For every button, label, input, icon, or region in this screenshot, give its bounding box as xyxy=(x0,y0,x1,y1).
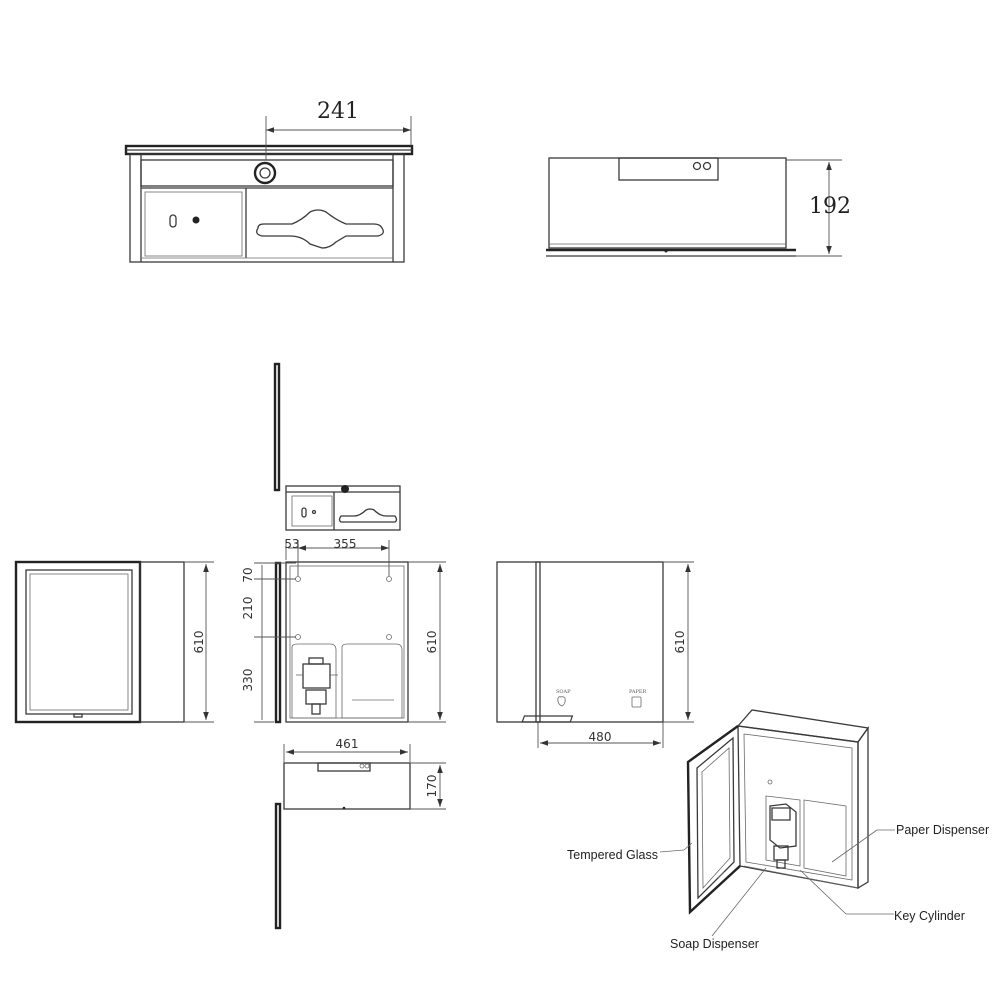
left-view-door: 610 xyxy=(14,560,214,724)
dimension-front-upper-segment: 210 xyxy=(241,597,255,620)
dimension-front-hole-spacing: 355 xyxy=(334,537,357,551)
dimension-front-top-offset: 70 xyxy=(241,567,255,582)
callout-soap-dispenser: Soap Dispenser xyxy=(670,867,767,951)
dimension-right-view-height: 610 xyxy=(673,631,687,654)
dimension-front-view-height: 610 xyxy=(425,631,439,654)
dimension-bottom-width: 461 xyxy=(336,737,359,751)
dimension-right-view-width: 480 xyxy=(589,730,612,744)
enlarged-top-view: 192 xyxy=(546,157,851,257)
callout-paper-dispenser: Paper Dispenser xyxy=(831,823,989,863)
callout-key-cylinder: Key Cylinder xyxy=(799,869,965,923)
dimension-left-view-height: 610 xyxy=(192,631,206,654)
dimension-side-height: 192 xyxy=(809,194,851,219)
paper-towel-icon xyxy=(631,696,642,708)
dimension-top-width: 241 xyxy=(317,99,359,124)
small-top-view-open xyxy=(273,362,401,531)
callout-label-paper-dispenser: Paper Dispenser xyxy=(896,823,989,837)
callout-tempered-glass: Tempered Glass xyxy=(567,842,693,862)
hand-icon xyxy=(557,696,566,707)
callout-label-tempered-glass: Tempered Glass xyxy=(567,848,658,862)
soap-panel-label: SOAP xyxy=(556,689,571,695)
front-view-interior: 53 355 70 210 330 610 xyxy=(241,537,446,724)
right-view-front: SOAP PAPER 610 480 xyxy=(496,561,694,748)
dimension-front-left-margin: 53 xyxy=(284,537,299,551)
dimension-front-lower-segment: 330 xyxy=(241,669,255,692)
paper-panel-label: PAPER xyxy=(629,689,647,695)
isometric-view: Tempered Glass Paper Dispenser Key Cylin… xyxy=(521,709,989,951)
bottom-view: 461 170 xyxy=(274,737,446,930)
callout-label-key-cylinder: Key Cylinder xyxy=(894,909,965,923)
paper-slot xyxy=(256,209,384,249)
callout-label-soap-dispenser: Soap Dispenser xyxy=(670,937,759,951)
enlarged-front-view: 241 xyxy=(124,99,414,263)
lock-icon xyxy=(253,161,277,185)
dimension-bottom-depth: 170 xyxy=(425,775,439,798)
